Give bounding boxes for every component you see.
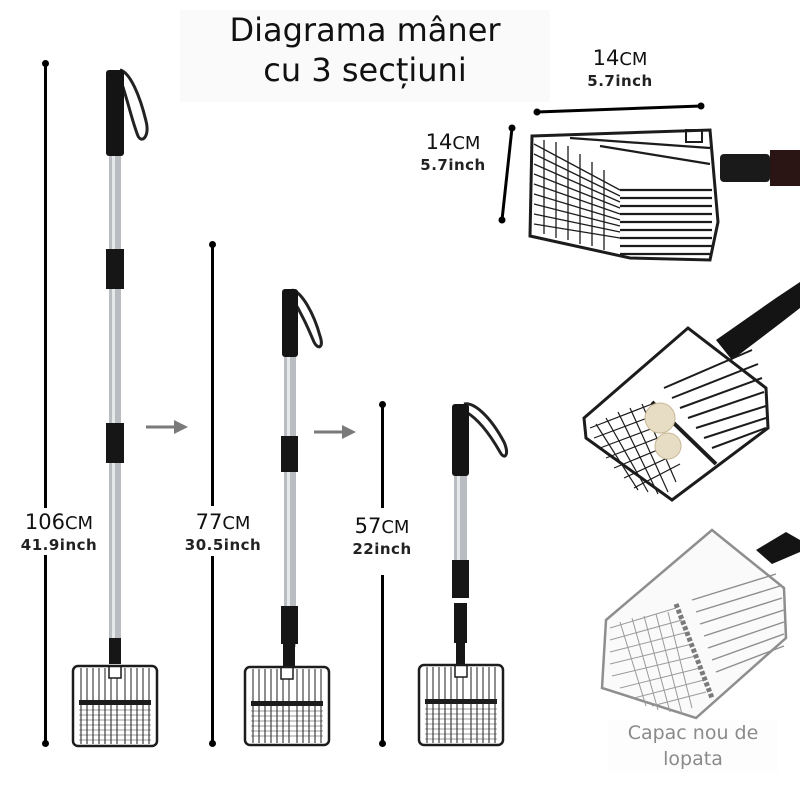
cm-value: 106: [24, 510, 65, 534]
caption-line-2: lopata: [663, 748, 723, 770]
cm-value: 14: [592, 46, 620, 70]
dimension-endpoint-bottom: [42, 740, 49, 747]
dimension-line-106-top: [44, 63, 47, 508]
cm-value: 14: [425, 130, 453, 154]
dimension-line-77-bottom: [211, 556, 214, 744]
dimension-label-106: 106CM 41.9inch: [14, 510, 104, 554]
cm-unit: CM: [222, 513, 251, 534]
dimension-label-scoop-width: 14CM 5.7inch: [570, 46, 670, 90]
scoop-new-cover-image: [596, 528, 800, 722]
dimension-endpoint-bottom: [209, 740, 216, 747]
inch-value: 5.7inch: [420, 156, 486, 174]
dimension-line-scoop-height: [496, 124, 516, 224]
arrow-right-icon: [314, 425, 356, 439]
cm-unit: CM: [381, 517, 410, 538]
scooper-medium-image: [240, 286, 335, 751]
cm-value: 77: [195, 510, 223, 534]
inch-value: 41.9inch: [20, 536, 98, 554]
cm-value: 57: [354, 514, 382, 538]
scoop-side-view-image: [520, 126, 800, 266]
dimension-endpoint-bottom: [379, 740, 386, 747]
dimension-label-57: 57CM 22inch: [344, 514, 420, 558]
dimension-line-77-top: [211, 244, 214, 506]
inch-value: 30.5inch: [184, 536, 262, 554]
scooper-short-image: [414, 398, 514, 750]
dimension-line-57-bottom: [381, 575, 384, 743]
scooper-extended-image: [68, 66, 163, 751]
cm-unit: CM: [452, 133, 481, 154]
dimension-label-scoop-height: 14CM 5.7inch: [414, 130, 492, 174]
new-cover-caption: Capac nou de lopata: [608, 720, 778, 772]
dimension-line-scoop-width: [533, 102, 705, 116]
inch-value: 22inch: [352, 540, 412, 558]
diagram-title: Diagrama mâner cu 3 secțiuni: [180, 10, 550, 102]
scoop-angled-view-image: [576, 278, 800, 506]
arrow-right-icon: [146, 420, 188, 434]
title-line-1: Diagrama mâner: [229, 11, 501, 49]
inch-value: 5.7inch: [587, 72, 653, 90]
dimension-line-106-bottom: [44, 555, 47, 745]
cm-unit: CM: [619, 49, 648, 70]
dimension-line-57-top: [381, 404, 384, 508]
caption-line-1: Capac nou de: [627, 722, 759, 744]
title-line-2: cu 3 secțiuni: [263, 51, 467, 89]
cm-unit: CM: [64, 513, 94, 534]
dimension-label-77: 77CM 30.5inch: [178, 510, 268, 554]
